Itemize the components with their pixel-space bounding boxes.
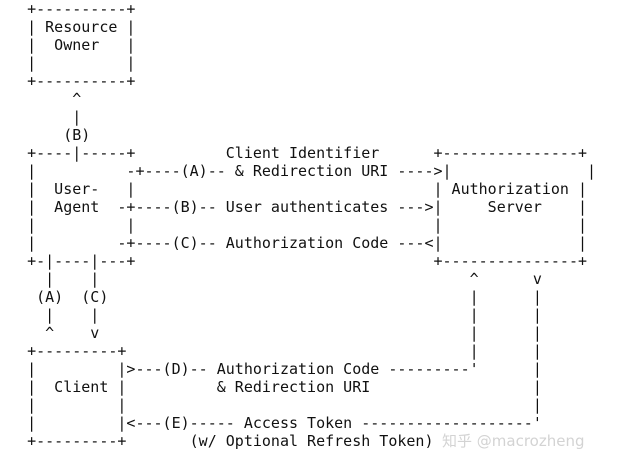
diagram-line: | -+----(A)-- & Redirection URI ---->| |: [0, 162, 597, 180]
diagram-line: | Client | & Redirection URI |: [0, 378, 542, 396]
diagram-line: | | |: [0, 396, 542, 414]
diagram-line: (A) (C) | |: [0, 288, 542, 306]
diagram-line: | |>---(D)-- Authorization Code --------…: [0, 360, 542, 378]
diagram-line: ^ v | |: [0, 324, 542, 342]
diagram-line: +----------+: [0, 0, 136, 18]
diagram-line: +---------+ | |: [0, 342, 542, 360]
diagram-line: +-|----|---+ +---------------+: [0, 252, 587, 270]
diagram-line: | Resource |: [0, 18, 136, 36]
diagram-line: | | ^ v: [0, 270, 542, 288]
diagram-line: +----|-----+ Client Identifier +--------…: [0, 144, 587, 162]
diagram-line: ^: [0, 90, 82, 108]
diagram-line: | |: [0, 54, 136, 72]
diagram-line: (B): [0, 126, 91, 144]
diagram-line: | Agent -+----(B)-- User authenticates -…: [0, 198, 587, 216]
diagram-line: |: [0, 108, 82, 126]
oauth-authorization-code-flow-diagram: +----------+ | Resource | | Owner | | | …: [0, 0, 597, 450]
watermark: 知乎 @macrozheng: [442, 432, 585, 450]
diagram-line: | -+----(C)-- Authorization Code ---<| |: [0, 234, 587, 252]
diagram-line: +----------+: [0, 72, 136, 90]
diagram-line: | |<---(E)----- Access Token -----------…: [0, 414, 542, 432]
diagram-line: | User- | | Authorization |: [0, 180, 587, 198]
diagram-line: +---------+ (w/ Optional Refresh Token): [0, 432, 434, 450]
diagram-line: | Owner |: [0, 36, 136, 54]
diagram-line: | | | |: [0, 306, 542, 324]
diagram-line: | | | |: [0, 216, 587, 234]
